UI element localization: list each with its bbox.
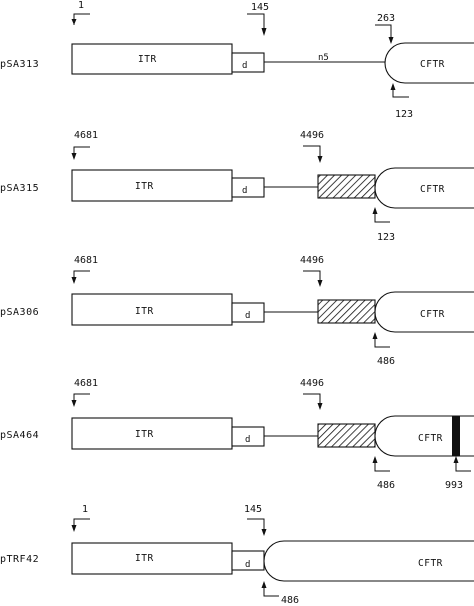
itr-box [71, 43, 233, 75]
marker-label-mid: 4496 [300, 378, 324, 389]
arrow-bottom-marker [390, 83, 409, 98]
cftr-label: CFTR [418, 433, 443, 444]
marker-label-mid: 4496 [300, 130, 324, 141]
itr-label: ITR [135, 306, 154, 317]
arrow-bottom2-marker [453, 456, 471, 472]
construct-name: pTRF42 [0, 554, 39, 565]
construct-psa306: pSA306 4681 4496 ITR d CFTR 486 [0, 255, 474, 367]
itr-label: ITR [135, 429, 154, 440]
cftr-label: CFTR [420, 309, 445, 320]
d-label: d [245, 435, 250, 445]
construct-name: pSA313 [0, 59, 39, 70]
itr-label: ITR [135, 181, 154, 192]
arrow-start-marker [71, 270, 90, 284]
marker-label-start: 4681 [74, 130, 98, 141]
construct-name: pSA315 [0, 183, 39, 194]
arrow-bottom-marker [372, 332, 390, 348]
marker-label-bottom2: 993 [445, 480, 463, 491]
d-label: d [245, 311, 250, 321]
arrow-start-marker [71, 518, 90, 532]
marker-label-mid: 145 [244, 504, 262, 515]
arrow-start-marker [71, 13, 90, 25]
marker-label-bottom: 486 [377, 356, 395, 367]
cftr-box [374, 167, 474, 209]
d-label: d [242, 186, 247, 196]
construct-name: pSA464 [0, 430, 39, 441]
cftr-label: CFTR [418, 558, 443, 569]
cftr-label: CFTR [420, 59, 445, 70]
black-band [452, 416, 460, 456]
arrow-cftr-marker [375, 24, 394, 44]
marker-label-bottom: 123 [377, 232, 395, 243]
arrow-bottom-marker [372, 207, 390, 223]
marker-label-cftr: 263 [377, 13, 395, 24]
cftr-label: CFTR [420, 184, 445, 195]
cftr-box [384, 42, 474, 84]
d-box [231, 52, 265, 73]
linker-label: n5 [318, 53, 329, 63]
d-box [231, 177, 265, 198]
marker-label-mid: 145 [251, 2, 269, 13]
cftr-box [263, 540, 474, 582]
arrow-mid-marker [303, 393, 323, 410]
arrow-bottom-marker [372, 456, 390, 472]
arrow-start-marker [71, 393, 90, 407]
hatched-promoter-box [317, 174, 376, 199]
marker-label-bottom: 123 [395, 109, 413, 120]
cftr-box [374, 415, 474, 457]
itr-label: ITR [138, 54, 157, 65]
cftr-box [374, 291, 474, 333]
arrow-bottom-marker [261, 581, 279, 597]
construct-psa313: pSA313 1 145 263 ITR d n5 CFTR [0, 0, 474, 120]
arrow-mid-marker [303, 270, 323, 287]
arrow-mid-marker [247, 13, 267, 36]
marker-label-bottom: 486 [377, 480, 395, 491]
d-label: d [245, 560, 250, 570]
hatched-promoter-box [317, 299, 376, 324]
construct-psa315: pSA315 4681 4496 ITR d CFTR 123 [0, 130, 474, 243]
arrow-mid-marker [247, 518, 267, 536]
construct-name: pSA306 [0, 307, 39, 318]
d-label: d [242, 61, 247, 71]
hatched-promoter-box [317, 423, 376, 448]
arrow-mid-marker [303, 145, 323, 163]
marker-label-start: 1 [82, 504, 88, 515]
construct-ptrf42: pTRF42 1 145 ITR d CFTR 486 [0, 504, 474, 606]
marker-label-start: 4681 [74, 255, 98, 266]
marker-label-start: 4681 [74, 378, 98, 389]
itr-label: ITR [135, 553, 154, 564]
marker-label-start: 1 [78, 0, 84, 11]
marker-label-bottom: 486 [281, 595, 299, 606]
marker-label-mid: 4496 [300, 255, 324, 266]
construct-psa464: pSA464 4681 4496 ITR d CFTR 486 993 [0, 378, 474, 491]
itr-box [71, 293, 233, 326]
arrow-start-marker [71, 146, 90, 160]
itr-box [71, 169, 233, 202]
itr-box [71, 542, 233, 575]
